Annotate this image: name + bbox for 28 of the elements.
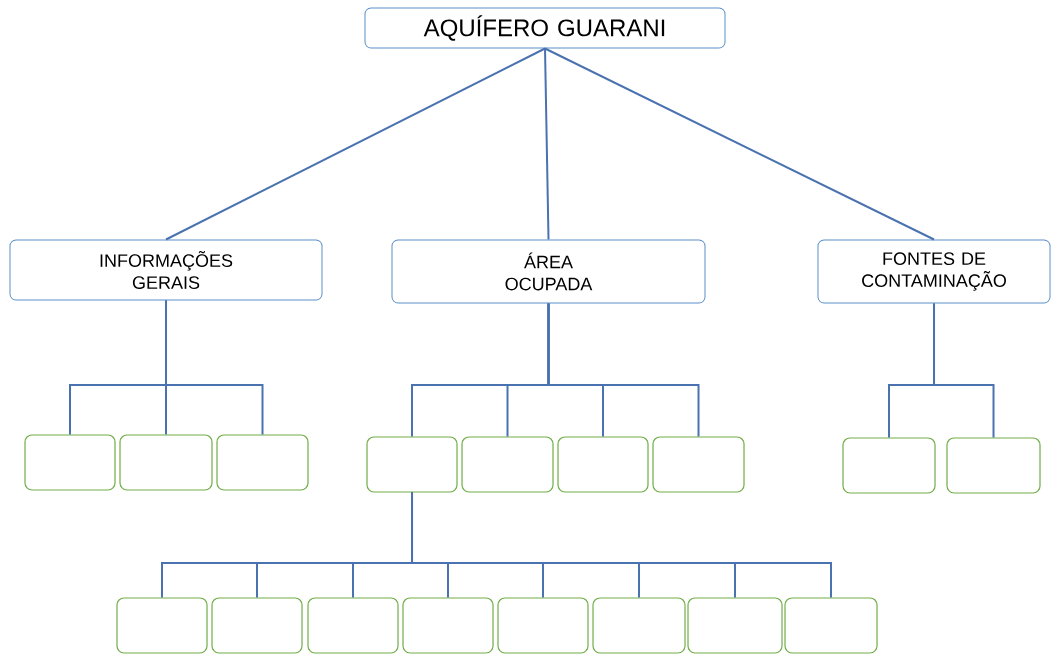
connector-line [933, 302, 995, 439]
empty-box [497, 597, 589, 654]
connector-line [165, 47, 546, 241]
empty-box [557, 436, 649, 493]
topic-box: INFORMAÇÕES GERAIS [9, 239, 323, 301]
empty-box [592, 597, 686, 654]
empty-box [946, 437, 1041, 494]
empty-box [784, 597, 878, 654]
empty-box [842, 437, 936, 494]
empty-box [116, 597, 208, 654]
empty-box [24, 434, 116, 491]
empty-box [652, 436, 745, 493]
connector-line [544, 47, 550, 241]
connector-line [544, 47, 935, 241]
connector-line [411, 491, 832, 599]
empty-box [211, 597, 303, 654]
empty-box [307, 597, 399, 654]
empty-box [216, 434, 309, 491]
topic-box: FONTES DE CONTAMINAÇÃO [817, 239, 1051, 304]
empty-box [402, 597, 494, 654]
connector-line [547, 302, 700, 438]
empty-box [366, 436, 458, 493]
topic-box: AQUÍFERO GUARANI [364, 7, 726, 49]
empty-box [461, 436, 554, 493]
topic-box: ÁREA OCUPADA [391, 239, 706, 304]
empty-box [687, 597, 783, 654]
connector-line [165, 299, 264, 436]
empty-box [119, 434, 213, 491]
